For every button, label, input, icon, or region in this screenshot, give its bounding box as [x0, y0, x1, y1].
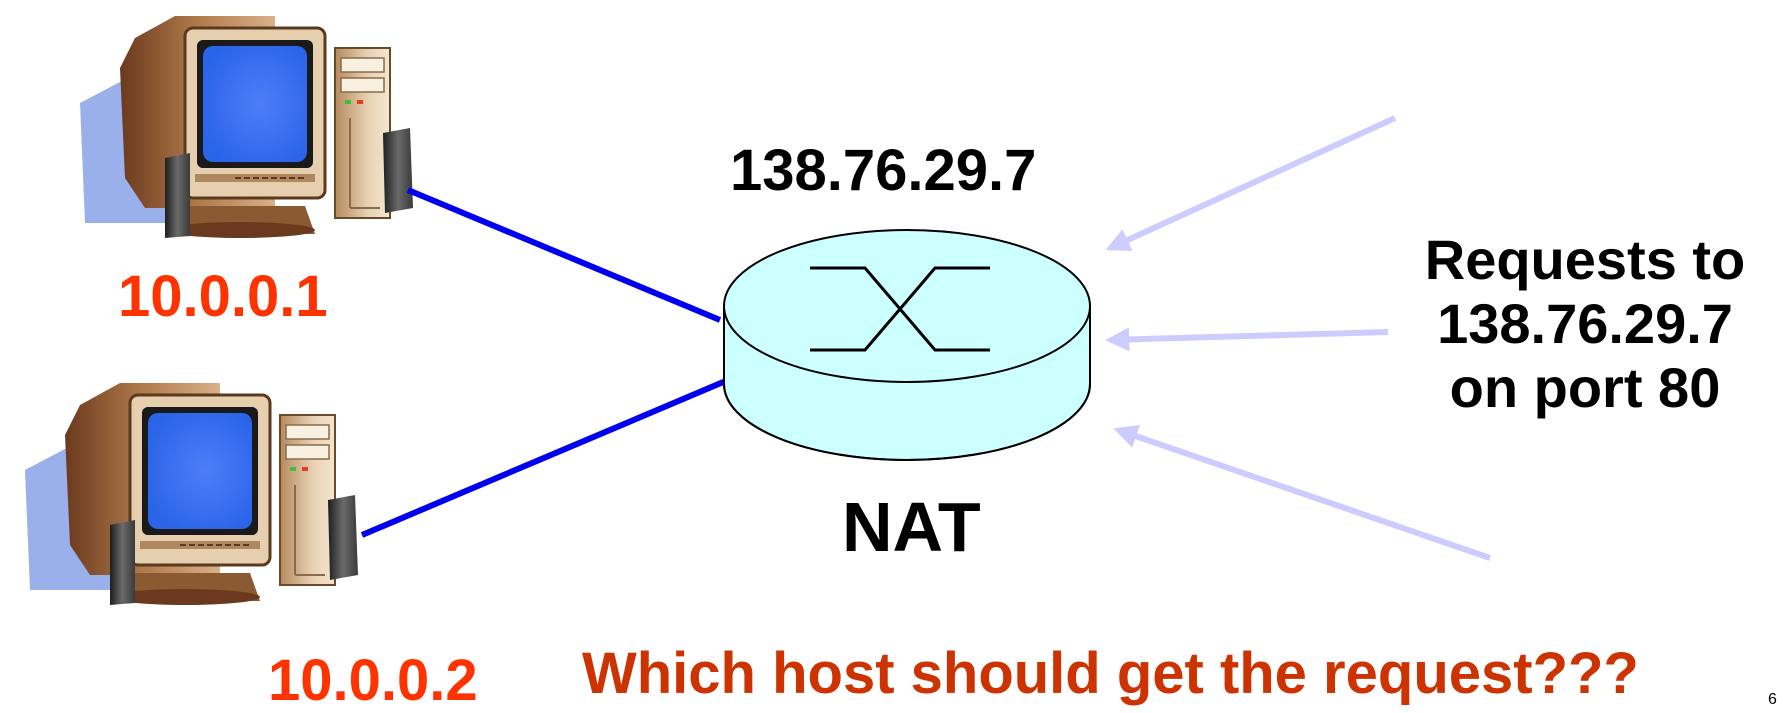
link-host1-nat: [406, 187, 722, 323]
link-host2-nat: [360, 377, 730, 538]
nat-public-ip-label: 138.76.29.7: [730, 138, 1037, 203]
nat-router-top: [723, 229, 1091, 383]
incoming-arrow-3: [1113, 424, 1491, 561]
host-computer-2: [23, 381, 360, 605]
nat-label: NAT: [842, 488, 981, 566]
incoming-requests-text: Requests to 138.76.29.7 on port 80: [1385, 228, 1783, 420]
nat-router: [723, 229, 1091, 461]
host1-ip-label: 10.0.0.1: [118, 264, 328, 329]
crossover-icon: [810, 266, 990, 352]
incoming-arrow-2: [1105, 327, 1389, 352]
incoming-text-line-2: 138.76.29.7: [1437, 292, 1733, 355]
question-text: Which host should get the request???: [582, 641, 1639, 706]
incoming-text-line-3: on port 80: [1449, 356, 1721, 419]
incoming-text-line-1: Requests to: [1424, 228, 1746, 291]
page-number: 6: [1768, 691, 1777, 708]
incoming-arrow-1: [1105, 115, 1397, 251]
host-computer-1: [78, 14, 415, 238]
incoming-requests: [1105, 115, 1491, 561]
host2-ip-label: 10.0.0.2: [268, 648, 478, 713]
